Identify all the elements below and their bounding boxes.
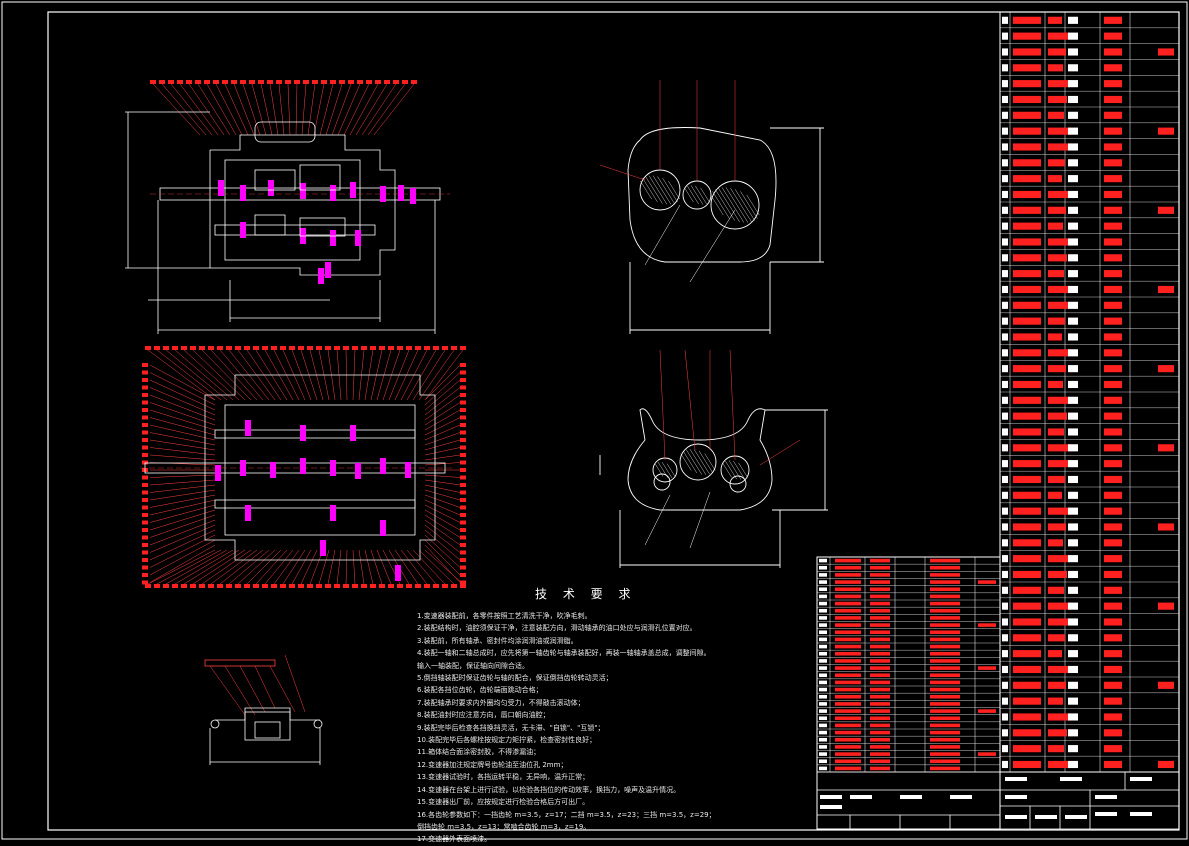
tech-requirement-item: 12.变速器加注规定牌号齿轮油至油位孔 2mm； bbox=[417, 760, 568, 769]
tech-requirement-item: 6.装配各挡位齿轮，齿轮端面跳动合格； bbox=[417, 686, 543, 695]
end-view-bottom bbox=[599, 349, 828, 568]
tech-requirements-list: 1.变速器装配前，各零件按照工艺清洗干净，吹净毛刺。 2.装配结构时，油腔须保证… bbox=[417, 610, 797, 846]
tech-requirement-item: 14.变速器在台架上进行试验，以检验各挡位的传动效率，换挡力，噪声及温升情况。 bbox=[417, 785, 681, 794]
parts-list-table bbox=[999, 11, 1180, 773]
detail-view-shift-mechanism bbox=[204, 654, 323, 765]
tech-requirement-item: 输入一轴装配，保证轴向间隙合适。 bbox=[417, 661, 529, 670]
lower-parts-table bbox=[816, 556, 1001, 830]
tech-requirement-item: 3.装配前，所有轴承、密封件均涂润滑油或润滑脂。 bbox=[417, 636, 578, 645]
main-assembly-view bbox=[125, 80, 450, 334]
tech-requirement-item: 10.装配完毕后各螺栓按规定力矩拧紧，检查密封性良好； bbox=[417, 736, 597, 745]
tech-requirement-item: 倒挡齿轮 m=3.5，z=13；常啮合齿轮 m=3，z=19。 bbox=[417, 822, 591, 831]
tech-requirements-title: 技 术 要 求 bbox=[535, 587, 637, 601]
tech-requirement-item: 2.装配结构时，油腔须保证干净，注意装配方向，滑动轴承的油口处应与润滑孔位置对应… bbox=[417, 624, 697, 633]
tech-requirement-item: 4.装配一轴和二轴总成时，应先将第一轴齿轮与轴承装配好，再装一轴轴承盖总成，调整… bbox=[417, 649, 711, 658]
tech-requirement-item: 13.变速器试验时，各挡运转平稳，无异响，温升正常； bbox=[417, 773, 590, 782]
tech-requirement-item: 17.变速器外表面喷漆。 bbox=[417, 835, 492, 844]
tech-requirement-item: 7.装配轴承时要求内外圈均匀受力，不得敲击滚动体； bbox=[417, 698, 585, 707]
tech-requirement-item: 5.倒挡轴装配时保证齿轮与轴的配合，保证倒挡齿轮转动灵活； bbox=[417, 674, 613, 683]
title-block bbox=[816, 771, 1180, 830]
tech-requirement-item: 9.装配完毕后检查各挡换挡灵活，无卡滞、"自锁"、"互锁"； bbox=[417, 723, 605, 732]
tech-requirement-item: 1.变速器装配前，各零件按照工艺清洗干净，吹净毛刺。 bbox=[417, 612, 592, 620]
plan-assembly-view bbox=[140, 346, 466, 588]
tech-requirement-item: 11.箱体结合面涂密封胶，不得渗漏油； bbox=[417, 748, 541, 757]
tech-requirement-item: 16.各齿轮参数如下：一挡齿轮 m=3.5，z=17；二挡 m=3.5，z=23… bbox=[417, 810, 716, 819]
end-view-top bbox=[599, 80, 824, 334]
tech-requirement-item: 8.装配油封时应注意方向，唇口朝向油腔； bbox=[417, 711, 550, 720]
tech-requirement-item: 15.变速器出厂前，应按规定进行检验合格后方可出厂。 bbox=[417, 798, 590, 807]
